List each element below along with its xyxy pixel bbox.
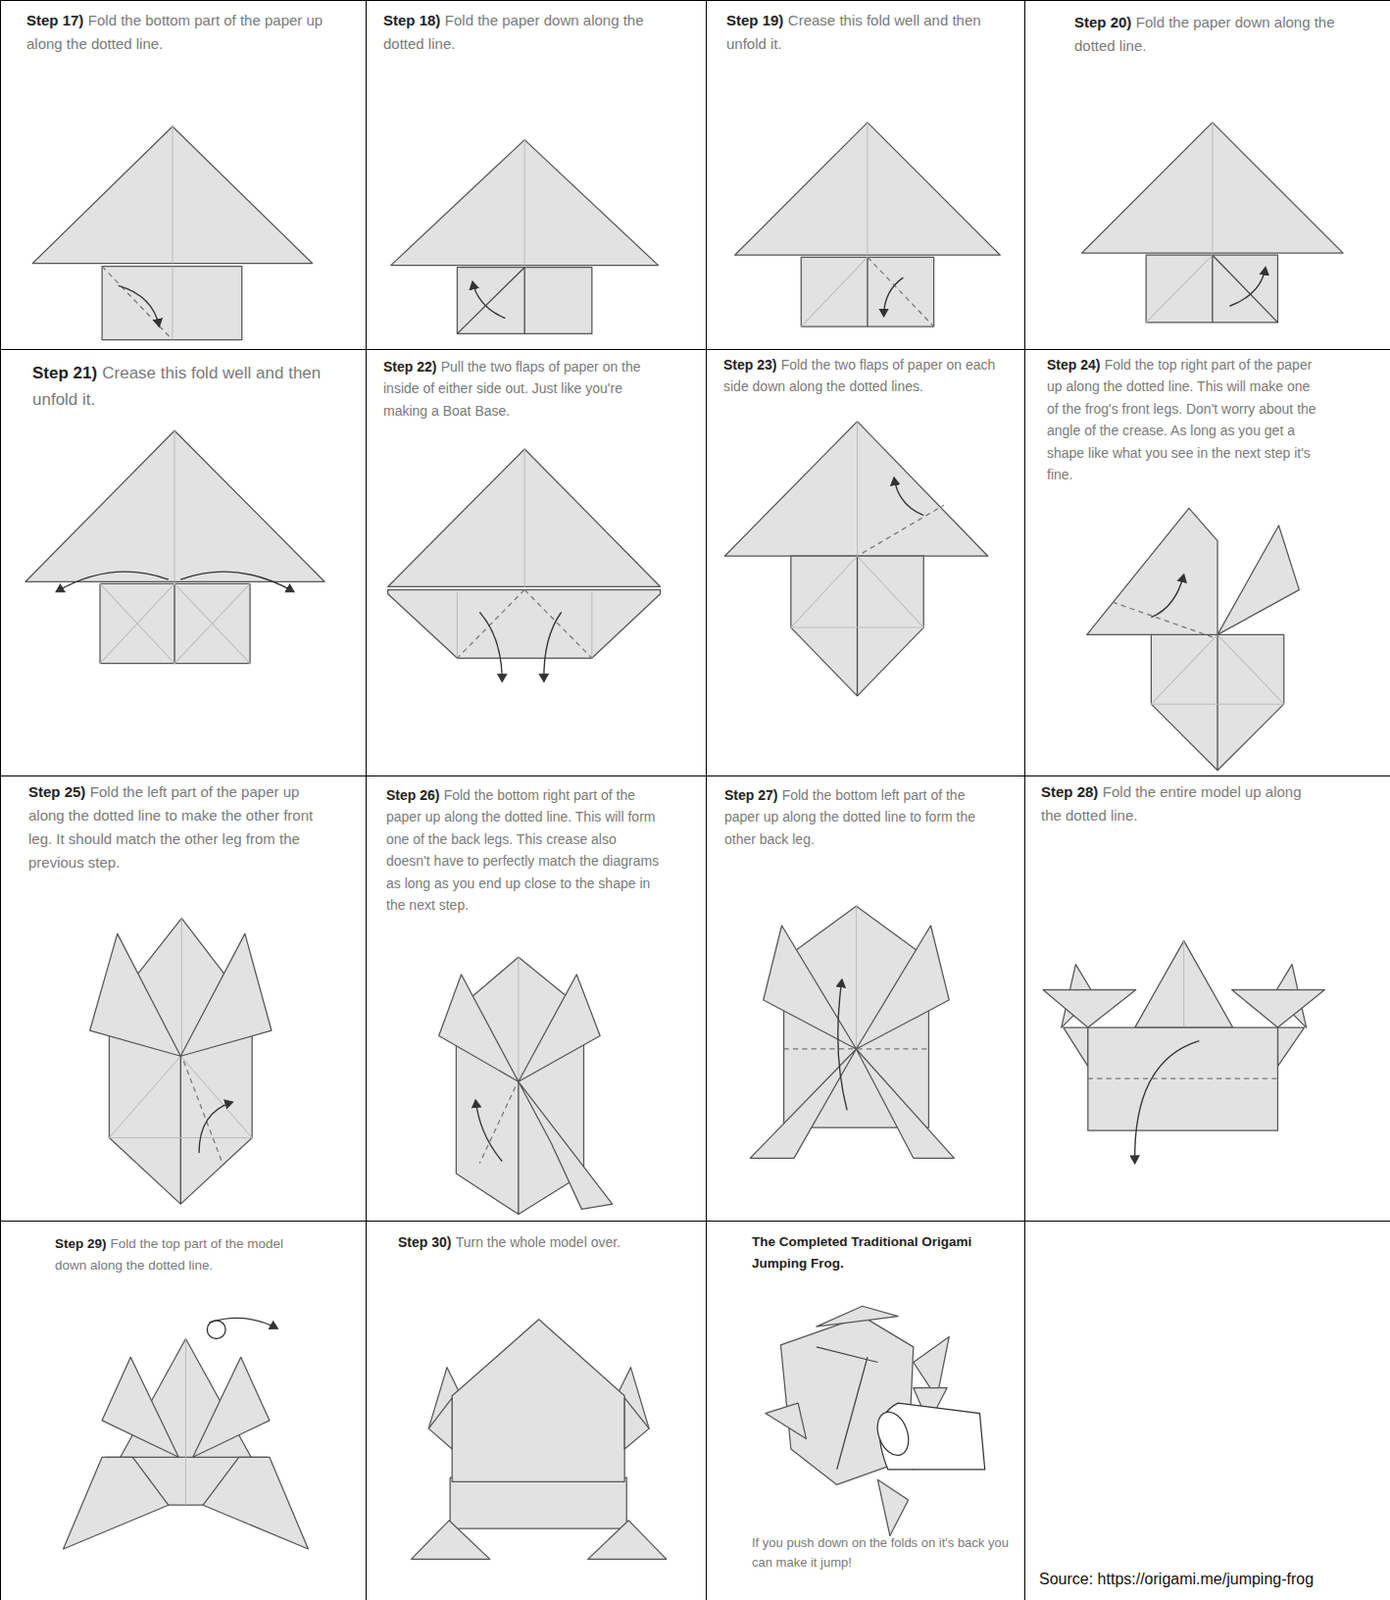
step-number: Step 28) [1041, 783, 1098, 800]
step-number: Step 24) [1046, 356, 1100, 373]
step-text: Step 21)Crease this fold well and then u… [32, 349, 327, 413]
step-text: Step 20)Fold the paper down along the do… [1074, 0, 1349, 58]
step-text: Step 24)Fold the top right part of the p… [1046, 349, 1322, 486]
step-number: Step 20) [1074, 13, 1132, 31]
source-note: Source: https://origami.me/jumping-frog [1039, 1570, 1314, 1589]
step-cell: Step 30)Turn the whole model over. [365, 1220, 707, 1600]
step-number: Step 26) [386, 787, 440, 803]
step-cell: Step 17)Fold the bottom part of the pape… [0, 0, 367, 350]
step-text: Step 19)Crease this fold well and then u… [726, 0, 992, 56]
step-text: Step 25)Fold the left part of the paper … [28, 776, 333, 875]
step-text: Step 28)Fold the entire model up along t… [1041, 776, 1316, 828]
step-text: The Completed Traditional Origami Jumpin… [751, 1221, 988, 1274]
step-number: Step 18) [383, 11, 441, 29]
step-text: Step 27)Fold the bottom left part of the… [724, 776, 999, 850]
step-cell: Step 24)Fold the top right part of the p… [1024, 348, 1390, 777]
step-number: The Completed Traditional Origami Jumpin… [751, 1231, 984, 1274]
step-text: Step 18)Fold the paper down along the do… [383, 0, 678, 56]
step-instruction: Turn the whole model over. [455, 1234, 621, 1250]
step-number: Step 25) [28, 783, 86, 800]
step-cell: Step 21)Crease this fold well and then u… [0, 348, 367, 777]
step-cell: Step 27)Fold the bottom left part of the… [705, 775, 1026, 1222]
step-number: Step 22) [383, 358, 437, 375]
step-number: Step 30) [397, 1234, 451, 1250]
step-cell: Step 22)Pull the two flaps of paper on t… [365, 348, 707, 777]
step-cell: The Completed Traditional Origami Jumpin… [705, 1220, 1026, 1600]
step-number: Step 27) [724, 787, 778, 803]
step-text: Step 22)Pull the two flaps of paper on t… [383, 349, 668, 422]
step-number: Step 17) [26, 11, 84, 29]
step-text: Step 23)Fold the two flaps of paper on e… [723, 349, 1003, 398]
step-cell: Step 28)Fold the entire model up along t… [1024, 775, 1390, 1222]
step-cell: Step 23)Fold the two flaps of paper on e… [705, 348, 1026, 777]
step-number: Step 21) [32, 363, 98, 383]
step-instruction: Fold the top right part of the paper up … [1046, 356, 1317, 483]
step-cell: Step 26)Fold the bottom right part of th… [365, 775, 707, 1222]
step-text: Step 26)Fold the bottom right part of th… [386, 776, 661, 916]
step-text: Step 30)Turn the whole model over. [397, 1221, 673, 1253]
step-cell: Step 25)Fold the left part of the paper … [0, 775, 367, 1222]
step-cell: Step 18)Fold the paper down along the do… [365, 0, 707, 350]
step-text: Step 17)Fold the bottom part of the pape… [26, 0, 341, 56]
step-number: Step 23) [723, 356, 777, 373]
step-cell [1024, 1220, 1390, 1600]
step-number: Step 19) [726, 11, 784, 29]
step-cell: Step 20)Fold the paper down along the do… [1024, 0, 1390, 350]
step-instruction: If you push down on the folds on it's ba… [751, 1533, 1017, 1572]
step-cell: Step 29)Fold the top part of the model d… [0, 1220, 367, 1600]
step-text: Step 29)Fold the top part of the model d… [54, 1221, 310, 1276]
step-number: Step 29) [54, 1236, 107, 1251]
step-cell: Step 19)Crease this fold well and then u… [705, 0, 1026, 350]
step-instruction: Fold the bottom right part of the paper … [386, 787, 659, 913]
